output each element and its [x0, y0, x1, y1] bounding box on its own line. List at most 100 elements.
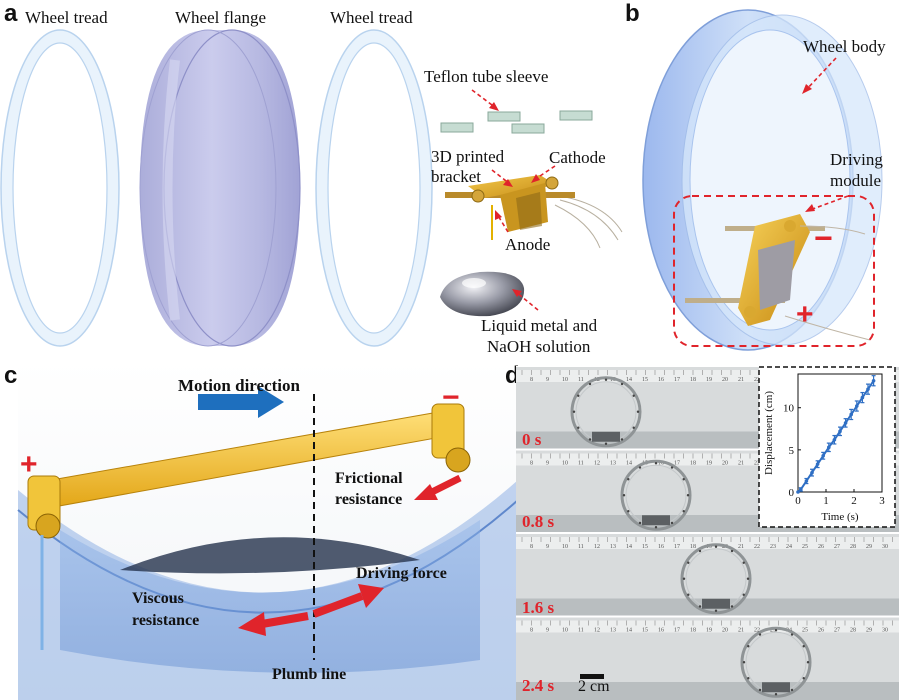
wheel-marker	[758, 688, 762, 692]
driving-module-exploded	[445, 175, 623, 249]
ruler-number: 14	[626, 628, 632, 634]
data-point	[815, 462, 820, 466]
wheel-marker	[622, 494, 626, 497]
ruler-number: 13	[610, 461, 616, 467]
ruler-number: 29	[866, 544, 872, 550]
wheel-marker	[670, 521, 674, 525]
ruler-number: 20	[722, 628, 728, 634]
ruler-number: 23	[770, 544, 776, 550]
wheel-marker	[742, 661, 746, 664]
wheel-marker	[572, 410, 576, 413]
scale-bar	[580, 674, 604, 679]
time-label-2: 1.6 s	[522, 598, 555, 617]
ruler-number: 15	[642, 377, 648, 383]
x-tick-label: 3	[879, 495, 885, 507]
wheel-marker	[747, 645, 750, 648]
viscous-resistance-arrow	[238, 612, 309, 636]
panel-c-drawing	[17, 360, 519, 700]
wheel-marker	[802, 645, 805, 648]
driving-force-label: Driving force	[356, 565, 447, 582]
ruler-number: 20	[722, 461, 728, 467]
panel-label-a: a	[4, 0, 18, 27]
wheel-marker	[742, 561, 745, 564]
ruler-strip	[516, 620, 899, 633]
wheel-frame	[620, 459, 692, 531]
viscous-resistance-label-line1: Viscous	[132, 590, 184, 607]
wheel-marker	[746, 577, 750, 580]
ruler-number: 25	[802, 628, 808, 634]
time-label-3: 2.4 s	[522, 676, 555, 695]
ruler-number: 9	[546, 628, 549, 634]
ruler-number: 27	[834, 628, 840, 634]
wheel-marker	[682, 478, 685, 481]
driving-force-arrow	[312, 584, 384, 618]
ruler-number: 14	[626, 461, 632, 467]
wheel-marker	[638, 521, 642, 525]
panel-a-drawing	[0, 29, 623, 347]
ruler-number: 22	[754, 461, 760, 467]
ruler-number: 22	[754, 544, 760, 550]
ruler-number: 17	[674, 377, 680, 383]
wheel-marker	[577, 394, 580, 397]
ruler-number: 19	[706, 461, 712, 467]
ruler-number: 16	[658, 544, 664, 550]
wheel-marker	[730, 605, 734, 608]
ruler-number: 12	[594, 461, 600, 467]
wheel-marker	[802, 677, 805, 680]
ruler-number: 16	[658, 628, 664, 634]
wheel-marker	[774, 693, 778, 696]
y-axis-label: Displacement (cm)	[763, 391, 775, 475]
ruler-number: 9	[546, 377, 549, 383]
ruler-number: 9	[546, 461, 549, 467]
axle-rod	[27, 403, 471, 650]
ruler-number: 11	[578, 377, 584, 383]
ruler-number: 12	[594, 628, 600, 634]
y-tick-label: 5	[789, 445, 795, 457]
wheel-module	[702, 598, 730, 609]
ruler-number: 21	[738, 544, 744, 550]
ruler-number: 15	[642, 544, 648, 550]
driving-module-label-line2: module	[830, 171, 881, 190]
ruler-number: 8	[530, 377, 533, 383]
ruler-number: 13	[610, 628, 616, 634]
wheel-marker	[654, 526, 658, 529]
wheel-marker	[604, 378, 608, 381]
chart-frame	[758, 366, 896, 528]
liquid-metal-label-line1: Liquid metal and	[481, 316, 598, 335]
ruler-number: 11	[578, 628, 584, 634]
teflon-label: Teflon tube sleeve	[424, 67, 549, 86]
wheel-marker	[670, 466, 674, 469]
wheel-marker	[698, 605, 702, 608]
data-point	[849, 412, 853, 417]
ruler-number: 17	[674, 544, 680, 550]
ruler-number: 21	[738, 461, 744, 467]
data-point	[866, 387, 870, 391]
wheel-marker	[636, 410, 640, 413]
driving-module-label-line1: Driving	[830, 150, 883, 169]
wheel-marker	[687, 561, 690, 564]
wheel-marker	[742, 593, 745, 596]
ruler-number: 11	[578, 461, 584, 467]
panel-label-b: b	[625, 0, 640, 27]
ruler-number: 12	[594, 544, 600, 550]
x-axis-label: Time (s)	[821, 511, 859, 523]
ruler-number: 18	[690, 544, 696, 550]
ruler-number: 18	[690, 377, 696, 383]
data-point	[821, 453, 825, 458]
ruler-number: 14	[626, 377, 632, 383]
wheel-marker	[698, 549, 702, 553]
minus-sign-c: −	[442, 381, 460, 414]
wheel-marker	[588, 382, 592, 386]
ruler-number: 29	[866, 628, 872, 634]
wheel-marker	[604, 442, 608, 445]
wheel-marker	[682, 577, 686, 580]
ruler-number: 20	[722, 377, 728, 383]
wheel-marker	[588, 438, 592, 441]
wheel-marker	[747, 677, 750, 680]
data-point	[843, 421, 848, 425]
y-tick-label: 10	[783, 403, 795, 415]
wheel-module	[762, 682, 790, 693]
data-point	[832, 437, 837, 442]
panel-label-c: c	[4, 362, 18, 389]
